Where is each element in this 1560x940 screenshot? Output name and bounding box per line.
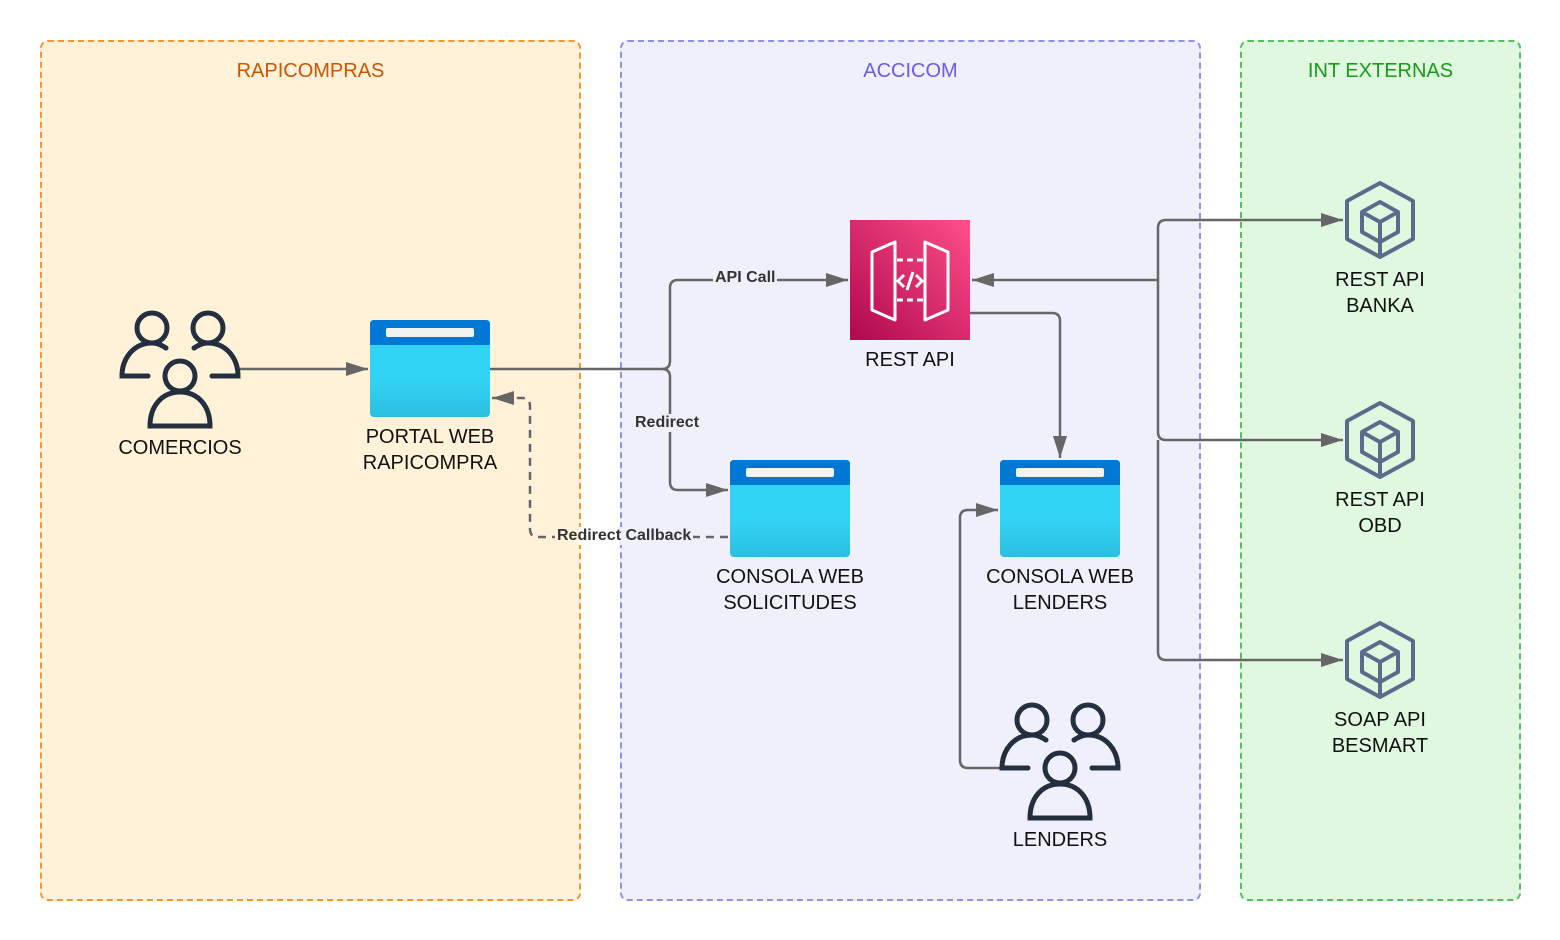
edge-api-besmart: [1156, 440, 1343, 667]
users-icon: [999, 702, 1121, 821]
edge-label-redirect-callback: Redirect Callback: [555, 527, 694, 545]
zone-title-rapicompras: RAPICOMPRAS: [236, 60, 385, 82]
edge-api-call: [490, 273, 848, 371]
edge-api-to-lenders-console: [970, 311, 1067, 458]
node-label-obd: REST API OBD: [1335, 489, 1425, 537]
cube-icon[interactable]: [1344, 620, 1416, 700]
browser-window-icon[interactable]: [730, 460, 850, 557]
zone-title-accicom: ACCICOM: [863, 60, 958, 82]
browser-window-icon[interactable]: [370, 320, 490, 417]
api-gateway-icon[interactable]: [850, 220, 970, 340]
edge-label-api-call: API Call: [713, 269, 778, 287]
edge-redirect: [661, 367, 728, 497]
node-label-rest-api: REST API: [865, 349, 955, 371]
zone-rapicompras: RAPICOMPRAS: [40, 40, 581, 901]
node-label-comercios: COMERCIOS: [118, 437, 242, 459]
node-label-besmart: SOAP API BESMART: [1331, 709, 1429, 757]
node-label-consola-solicitudes: CONSOLA WEB SOLICITUDES: [716, 566, 864, 614]
node-label-portal: PORTAL WEB RAPICOMPRA: [362, 426, 498, 474]
node-label-consola-lenders: CONSOLA WEB LENDERS: [986, 566, 1134, 614]
zone-title-int-externas: INT EXTERNAS: [1307, 60, 1454, 82]
edge-label-redirect: Redirect: [633, 414, 702, 432]
edge-api-obd: [1156, 280, 1343, 447]
cube-icon[interactable]: [1344, 400, 1416, 480]
node-label-lenders: LENDERS: [1012, 829, 1108, 851]
users-icon: [119, 310, 241, 429]
edge-lenders-to-console: [958, 503, 1000, 770]
node-label-banka: REST API BANKA: [1335, 269, 1425, 317]
cube-icon[interactable]: [1344, 180, 1416, 260]
edge-api-banka: [1156, 213, 1343, 280]
browser-window-icon[interactable]: [1000, 460, 1120, 557]
